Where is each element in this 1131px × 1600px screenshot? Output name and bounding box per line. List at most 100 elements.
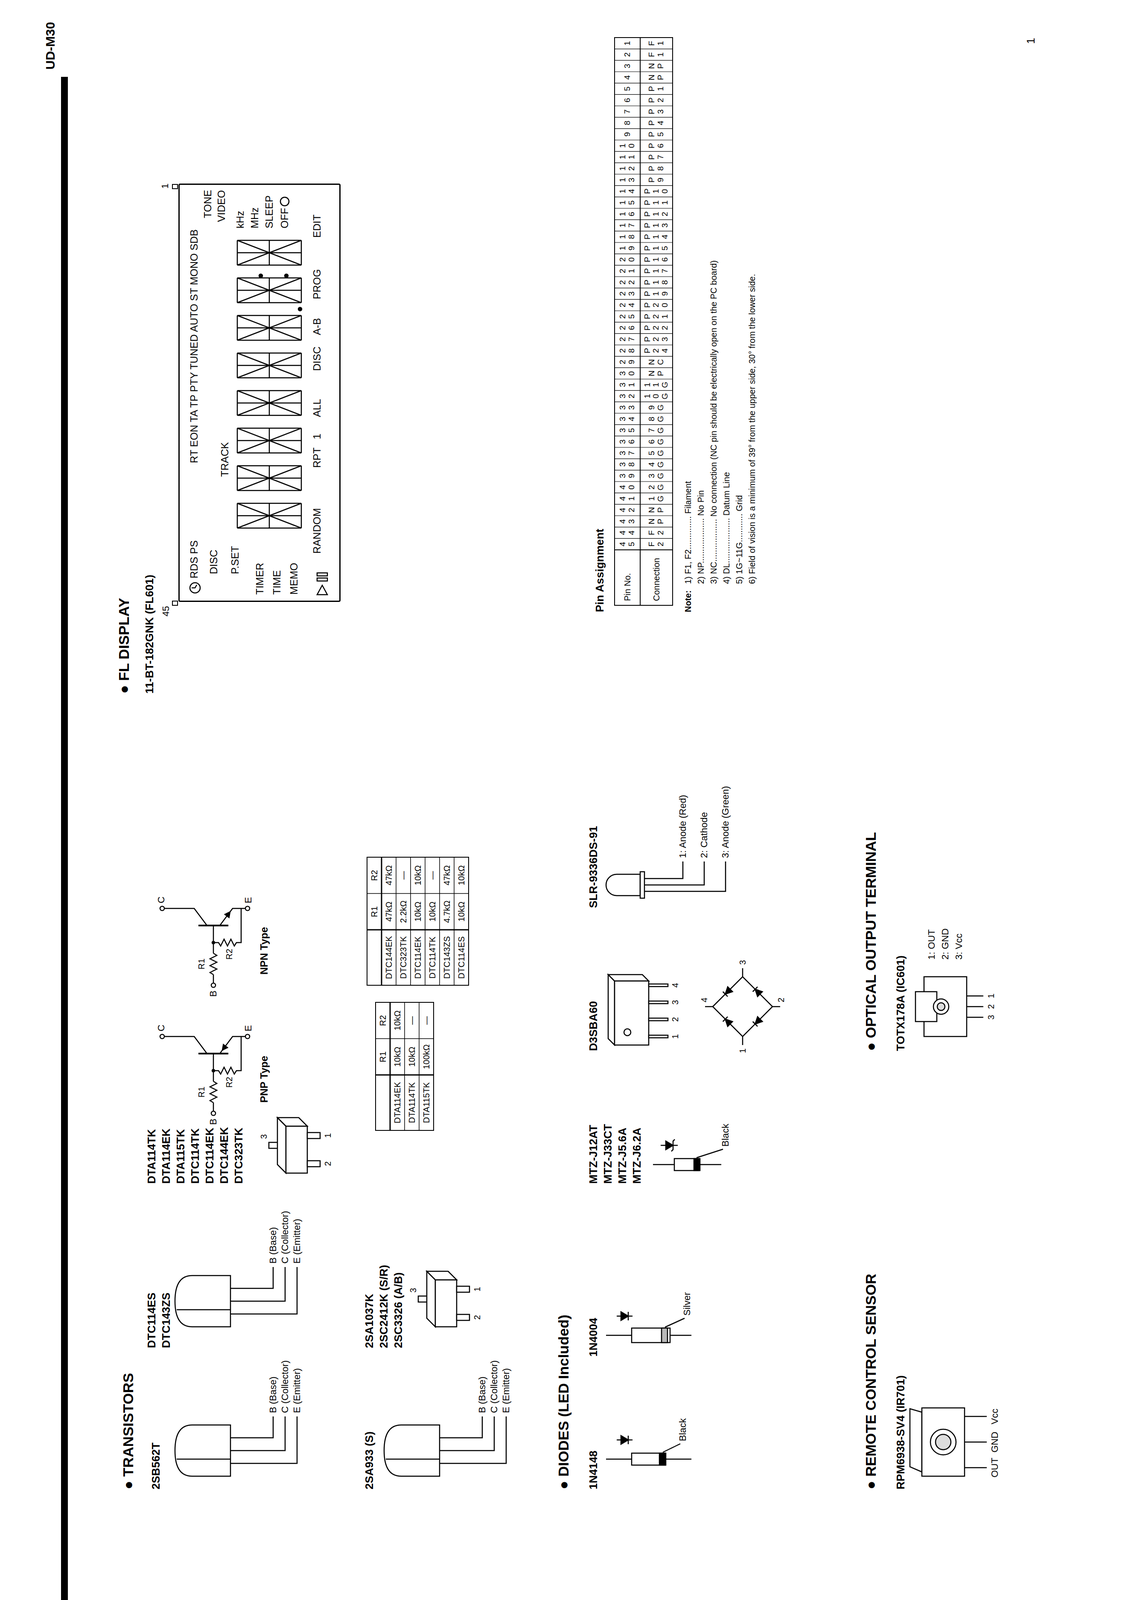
pin-number: 1	[159, 183, 171, 189]
pin-connection: P7	[647, 153, 666, 162]
resistor-name: R2	[224, 1076, 235, 1088]
table-cell: 10kΩ	[456, 865, 467, 886]
pnp-schematic	[212, 1102, 215, 1111]
remote-sensor-outline	[909, 1407, 987, 1476]
pin-number: 13	[618, 175, 637, 184]
table-grid	[614, 549, 673, 551]
pin-number: 1	[623, 39, 633, 48]
bridge-rectifier	[705, 1005, 713, 1008]
transistor-outline	[456, 1314, 470, 1321]
display-segments	[269, 252, 302, 266]
part-number: DTC323TK	[232, 1127, 246, 1184]
pin-connection: P24	[643, 346, 671, 355]
display-segments	[237, 465, 270, 479]
table-grid	[614, 367, 673, 368]
pin-connection: P20	[643, 300, 671, 309]
led-outline	[606, 861, 726, 898]
part-number: DTC144EK	[217, 1126, 231, 1184]
bridge-rectifier	[648, 1017, 668, 1021]
display-legend: TIME	[271, 570, 284, 595]
note-heading: Note:	[682, 590, 694, 613]
pin-name: B (Base)	[476, 1375, 488, 1413]
npn-schematic	[224, 911, 231, 918]
part-number: 2SB562T	[149, 1442, 163, 1490]
pin-number: 3	[985, 1014, 997, 1020]
table-grid	[453, 856, 455, 986]
bridge-rectifier	[742, 1036, 744, 1045]
pin-name: C (Collector)	[279, 1360, 291, 1413]
pin-connection: P2	[647, 96, 666, 105]
bridge-rectifier	[614, 980, 649, 1045]
table-grid	[614, 424, 673, 425]
terminal-name: B	[207, 1118, 219, 1125]
npn-schematic	[245, 906, 250, 911]
display-segments	[237, 402, 270, 416]
display-segments	[269, 478, 302, 491]
note-text: 2) NP................... No Pin	[695, 489, 706, 584]
table-grid	[614, 469, 673, 471]
pin-connection: P3	[647, 107, 666, 116]
diode-outline	[627, 1435, 630, 1444]
display-segments	[237, 428, 270, 441]
pnp-schematic	[209, 1081, 217, 1103]
pin-connection: P4	[647, 119, 666, 128]
pin-number: 2	[985, 1003, 997, 1009]
pin-number: 21	[618, 266, 637, 275]
display-segments	[269, 327, 302, 341]
table-grid	[614, 94, 673, 95]
display-segments	[269, 465, 302, 479]
transistor-outline	[439, 1416, 483, 1438]
diode-outline	[661, 1327, 668, 1343]
pin-number: 40	[618, 483, 637, 492]
table-cell: 100kΩ	[421, 1043, 432, 1069]
display-legend: RT EON TA TP PTY TUNED AUTO ST MONO SDB	[188, 229, 201, 464]
pin-connection: 10G	[643, 392, 671, 401]
pin-number: 34	[618, 414, 637, 423]
npn-schematic	[164, 908, 207, 926]
table-grid	[614, 60, 673, 61]
table-grid	[367, 37, 673, 1131]
pin-number: 38	[618, 460, 637, 469]
pin-number: 7	[623, 107, 633, 116]
band-colour: Silver	[681, 1291, 693, 1316]
pin-number: 2	[322, 1160, 333, 1166]
pin-number: 15	[618, 198, 637, 207]
model-number: UD-M30	[42, 21, 59, 70]
table-cell: DTC114ES	[456, 935, 467, 979]
pin-name: OUT	[989, 1457, 1001, 1478]
display-segments	[237, 478, 270, 491]
pin-connection: NP	[647, 73, 666, 82]
table-cell: 47kΩ	[441, 865, 452, 886]
pin-connection: P22	[643, 323, 671, 333]
display-legend: TRACK	[218, 442, 232, 477]
pnp-schematic	[212, 1053, 215, 1082]
diode-outline	[631, 1452, 666, 1465]
table-cell: 2.2kΩ	[398, 900, 409, 923]
display-segments	[317, 572, 328, 576]
table-cell: R1	[369, 906, 380, 918]
table-title: Pin Assignment	[593, 528, 607, 613]
table-grid	[614, 390, 673, 391]
remote-sensor-outline	[909, 1408, 922, 1472]
bridge-rectifier	[752, 986, 763, 997]
pin-connection: P5	[647, 130, 666, 139]
pin-connection: P14	[643, 232, 671, 241]
bridge-rectifier	[648, 983, 668, 987]
pin-connection: P16	[643, 255, 671, 264]
display-segments	[269, 440, 302, 453]
pin-name: B (Base)	[267, 1226, 279, 1264]
table-grid	[404, 1002, 406, 1131]
band-colour: Black	[677, 1417, 689, 1441]
table-grid	[395, 856, 397, 986]
transistor-outline	[277, 1117, 308, 1126]
display-legend: ALL	[311, 398, 324, 417]
table-grid	[614, 151, 673, 152]
display-legend: OFF	[278, 207, 292, 229]
part-number: DTC143ZS	[159, 1292, 173, 1348]
table-grid	[614, 344, 673, 345]
display-segments	[269, 390, 302, 403]
transistor-outline	[307, 1160, 321, 1167]
pin-name: Vcc	[989, 1408, 1001, 1425]
pin-name: 1: OUT	[926, 929, 938, 960]
table-cell: —	[421, 1016, 432, 1025]
